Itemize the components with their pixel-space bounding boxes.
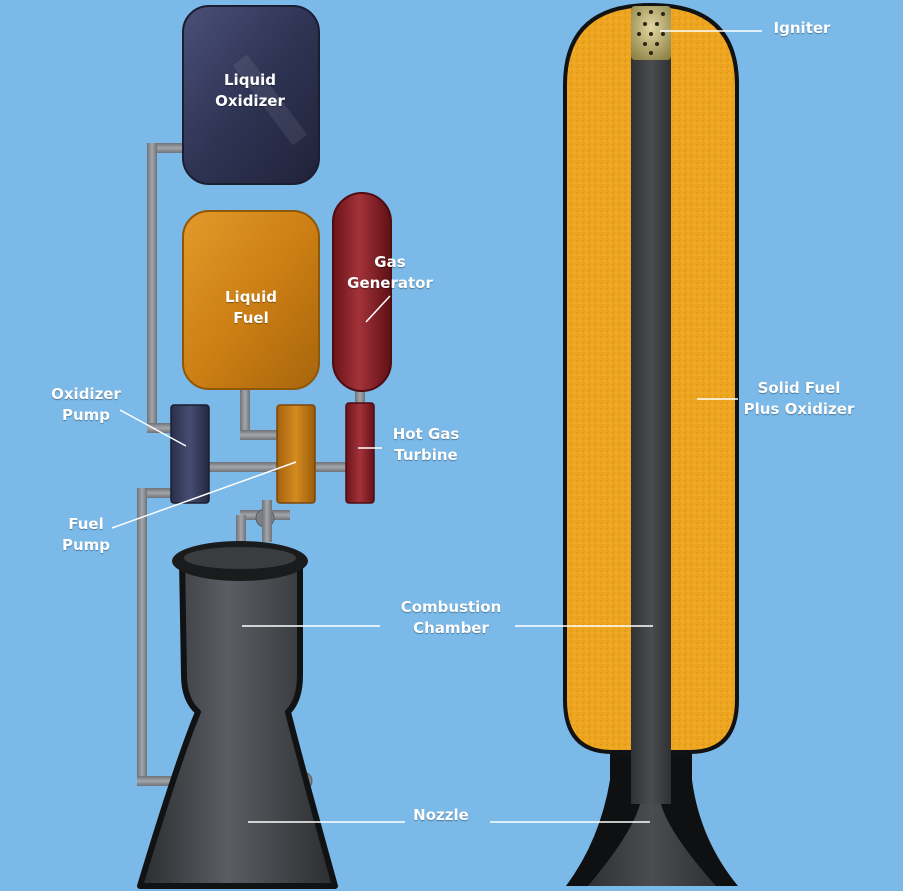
igniter-label: Igniter [774, 18, 831, 39]
label-line: Oxidizer [215, 92, 285, 110]
pipe [262, 500, 272, 542]
combustion-core [631, 12, 671, 804]
label-line: Gas [374, 253, 406, 271]
tank-highlight [232, 54, 308, 146]
gas-generator-tank [332, 192, 392, 392]
solid-rocket [563, 2, 739, 886]
leader-lines [111, 30, 762, 823]
hot-gas-turbine-label: Hot Gas Turbine [393, 424, 460, 466]
label-line: Fuel [233, 309, 269, 327]
pipe [355, 385, 365, 407]
label-line: Fuel [68, 515, 104, 533]
chamber-top [184, 547, 296, 569]
liquid-fuel-label: Liquid Fuel [225, 287, 277, 329]
combustion-chamber-label: Combustion Chamber [401, 597, 502, 639]
leader-fuel-pump [111, 461, 297, 529]
pipe [137, 488, 147, 783]
pipe [147, 143, 187, 153]
label-line: Pump [61, 406, 111, 424]
fuel-pump [276, 404, 316, 504]
liquid-engine-body [137, 541, 338, 889]
label-line: Combustion [400, 598, 502, 616]
liquid-oxidizer-tank [182, 5, 320, 185]
leader-gas-generator [365, 295, 391, 323]
solid-fuel-label: Solid Fuel Plus Oxidizer [744, 378, 855, 420]
oxidizer-pump-label: Oxidizer Pump [51, 384, 121, 426]
pipe [137, 488, 182, 498]
label-line: Nozzle [413, 806, 469, 824]
label-line: Liquid [224, 71, 276, 89]
label-line: Igniter [773, 19, 831, 37]
liquid-fuel-tank [182, 210, 320, 390]
label-line: Chamber [413, 619, 489, 637]
nozzle-label: Nozzle [413, 805, 469, 826]
label-line: Liquid [225, 288, 277, 306]
combustion-chamber-and-nozzle [137, 557, 338, 889]
gas-generator-label: Gas Generator [347, 252, 433, 294]
hot-gas-turbine [345, 402, 375, 504]
label-line: Hot Gas [392, 425, 460, 443]
label-line: Solid Fuel [757, 379, 841, 397]
pipe [147, 423, 179, 433]
pipe [147, 143, 157, 433]
liquid-oxidizer-label: Liquid Oxidizer [215, 70, 285, 112]
label-line: Generator [347, 274, 433, 292]
label-line: Turbine [394, 446, 458, 464]
label-line: Oxidizer [51, 385, 121, 403]
solid-nozzle [588, 800, 716, 886]
leader-oxidizer-pump [119, 409, 187, 447]
fuel-pump-label: Fuel Pump [62, 514, 110, 556]
label-line: Plus Oxidizer [743, 400, 855, 418]
igniter-holes [637, 10, 665, 55]
label-line: Pump [61, 536, 111, 554]
pipe [236, 515, 246, 545]
pipe [137, 776, 185, 786]
pipe [240, 388, 250, 438]
oxidizer-pump [170, 404, 210, 504]
pipe [240, 430, 285, 440]
